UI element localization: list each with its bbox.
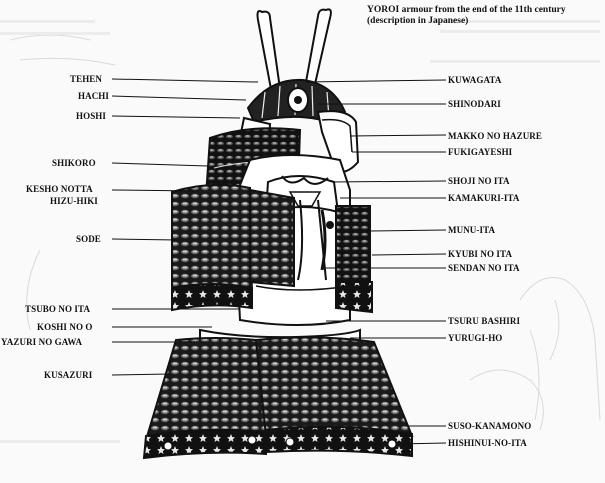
label-yurugi-ho: YURUGI-HO [448, 333, 503, 343]
label-suso-kanamono: SUSO-KANAMONO [448, 421, 532, 431]
label-kyubi-no-ita: KYUBI NO ITA [448, 249, 513, 259]
label-shoji-no-ita: SHOJI NO ITA [448, 176, 510, 186]
label-hachi: HACHI [78, 91, 110, 101]
label-munu-ita: MUNU-ITA [448, 225, 496, 235]
title-line-2: (description in Japanese) [367, 16, 469, 26]
label-kesho-notta: KESHO NOTTA [26, 184, 93, 194]
label-kuwagata: KUWAGATA [448, 75, 502, 85]
label-hishinui-no-ita: HISHINUI-NO-ITA [448, 438, 527, 448]
label-yazuri-no-gawa: YAZURI NO GAWA [1, 337, 83, 347]
label-tsuru-bashiri: TSURU BASHIRI [448, 316, 521, 326]
label-sode: SODE [76, 234, 101, 244]
title-line-1: YOROI armour from the end of the 11th ce… [367, 5, 566, 15]
diagram-title: YOROI armour from the end of the 11th ce… [367, 5, 602, 27]
label-sendan-no-ita: SENDAN NO ITA [448, 263, 520, 273]
label-koshi-no-o: KOSHI NO O [37, 322, 93, 332]
label-shinodari: SHINODARI [448, 99, 501, 109]
kusazuri [142, 336, 414, 460]
label-hizu-hiki: HIZU-HIKI [50, 196, 98, 206]
label-fukigayeshi: FUKIGAYESHI [448, 147, 513, 157]
label-shikoro: SHIKORO [52, 158, 96, 168]
label-makko-no-hazure: MAKKO NO HAZURE [448, 131, 543, 141]
side-plates [320, 205, 373, 314]
label-kusazuri: KUSAZURI [44, 370, 93, 380]
label-hoshi: HOSHI [76, 111, 107, 121]
label-tsubo-no-ita: TSUBO NO ITA [25, 304, 91, 314]
label-tehen: TEHEN [70, 74, 103, 84]
sode [171, 183, 295, 312]
label-kamakuri-ita: KAMAKURI-ITA [448, 193, 520, 203]
